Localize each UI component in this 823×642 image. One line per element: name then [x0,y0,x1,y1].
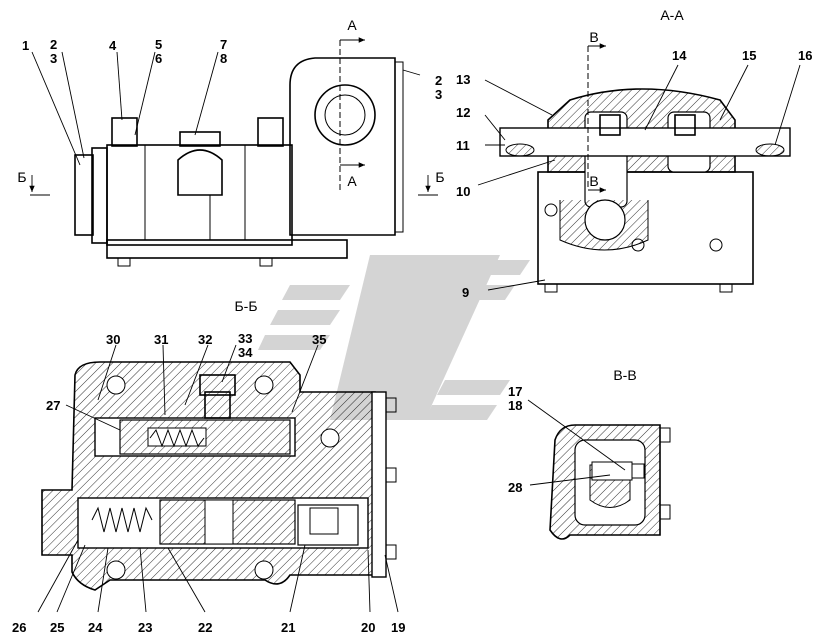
part-label: 12 [456,105,470,120]
part-label: 10 [456,184,470,199]
part-label: 30 [106,332,120,347]
part-label: 5 [155,37,162,52]
part-label: 6 [155,51,162,66]
part-label: 22 [198,620,212,635]
marker-a-top: А [347,17,357,33]
title-section-v-v: В-В [613,367,636,383]
watermark-logo [258,255,530,420]
part-label: 23 [138,620,152,635]
part-label: 3 [435,87,442,102]
part-label: 26 [12,620,26,635]
part-label: 9 [462,285,469,300]
part-label: 3 [50,51,57,66]
marker-b-left: Б [17,169,26,185]
part-label: 20 [361,620,375,635]
part-label: 25 [50,620,64,635]
section-titles: А-А Б-Б В-В А А Б Б В В [17,7,684,383]
part-label: 1 [22,38,29,53]
part-label: 18 [508,398,522,413]
section-a-a [499,43,791,293]
part-label: 32 [198,332,212,347]
section-b-b [41,361,397,591]
section-v-v [549,424,671,540]
part-label: 15 [742,48,756,63]
part-label: 17 [508,384,522,399]
part-label: 16 [798,48,812,63]
front-view [29,37,438,267]
part-label: 13 [456,72,470,87]
title-section-a-a: А-А [660,7,684,23]
marker-b-right: Б [435,169,444,185]
part-label: 35 [312,332,326,347]
part-label: 14 [672,48,687,63]
title-section-b-b: Б-Б [234,298,257,314]
marker-v-bottom: В [589,173,598,189]
marker-a-bottom: А [347,173,357,189]
part-label: 2 [435,73,442,88]
part-label: 2 [50,37,57,52]
leader-lines [31,51,801,613]
part-label: 4 [109,38,117,53]
marker-v-top: В [589,29,598,45]
part-label: 7 [220,37,227,52]
part-label: 21 [281,620,295,635]
part-label: 24 [88,620,103,635]
part-labels: 1 2 3 4 5 6 7 8 2 3 13 12 11 10 14 15 16… [12,37,812,635]
part-label: 11 [456,138,470,153]
part-label: 34 [238,345,253,360]
part-label: 33 [238,331,252,346]
part-label: 8 [220,51,227,66]
part-label: 27 [46,398,60,413]
part-label: 19 [391,620,405,635]
part-label: 31 [154,332,168,347]
part-label: 28 [508,480,522,495]
